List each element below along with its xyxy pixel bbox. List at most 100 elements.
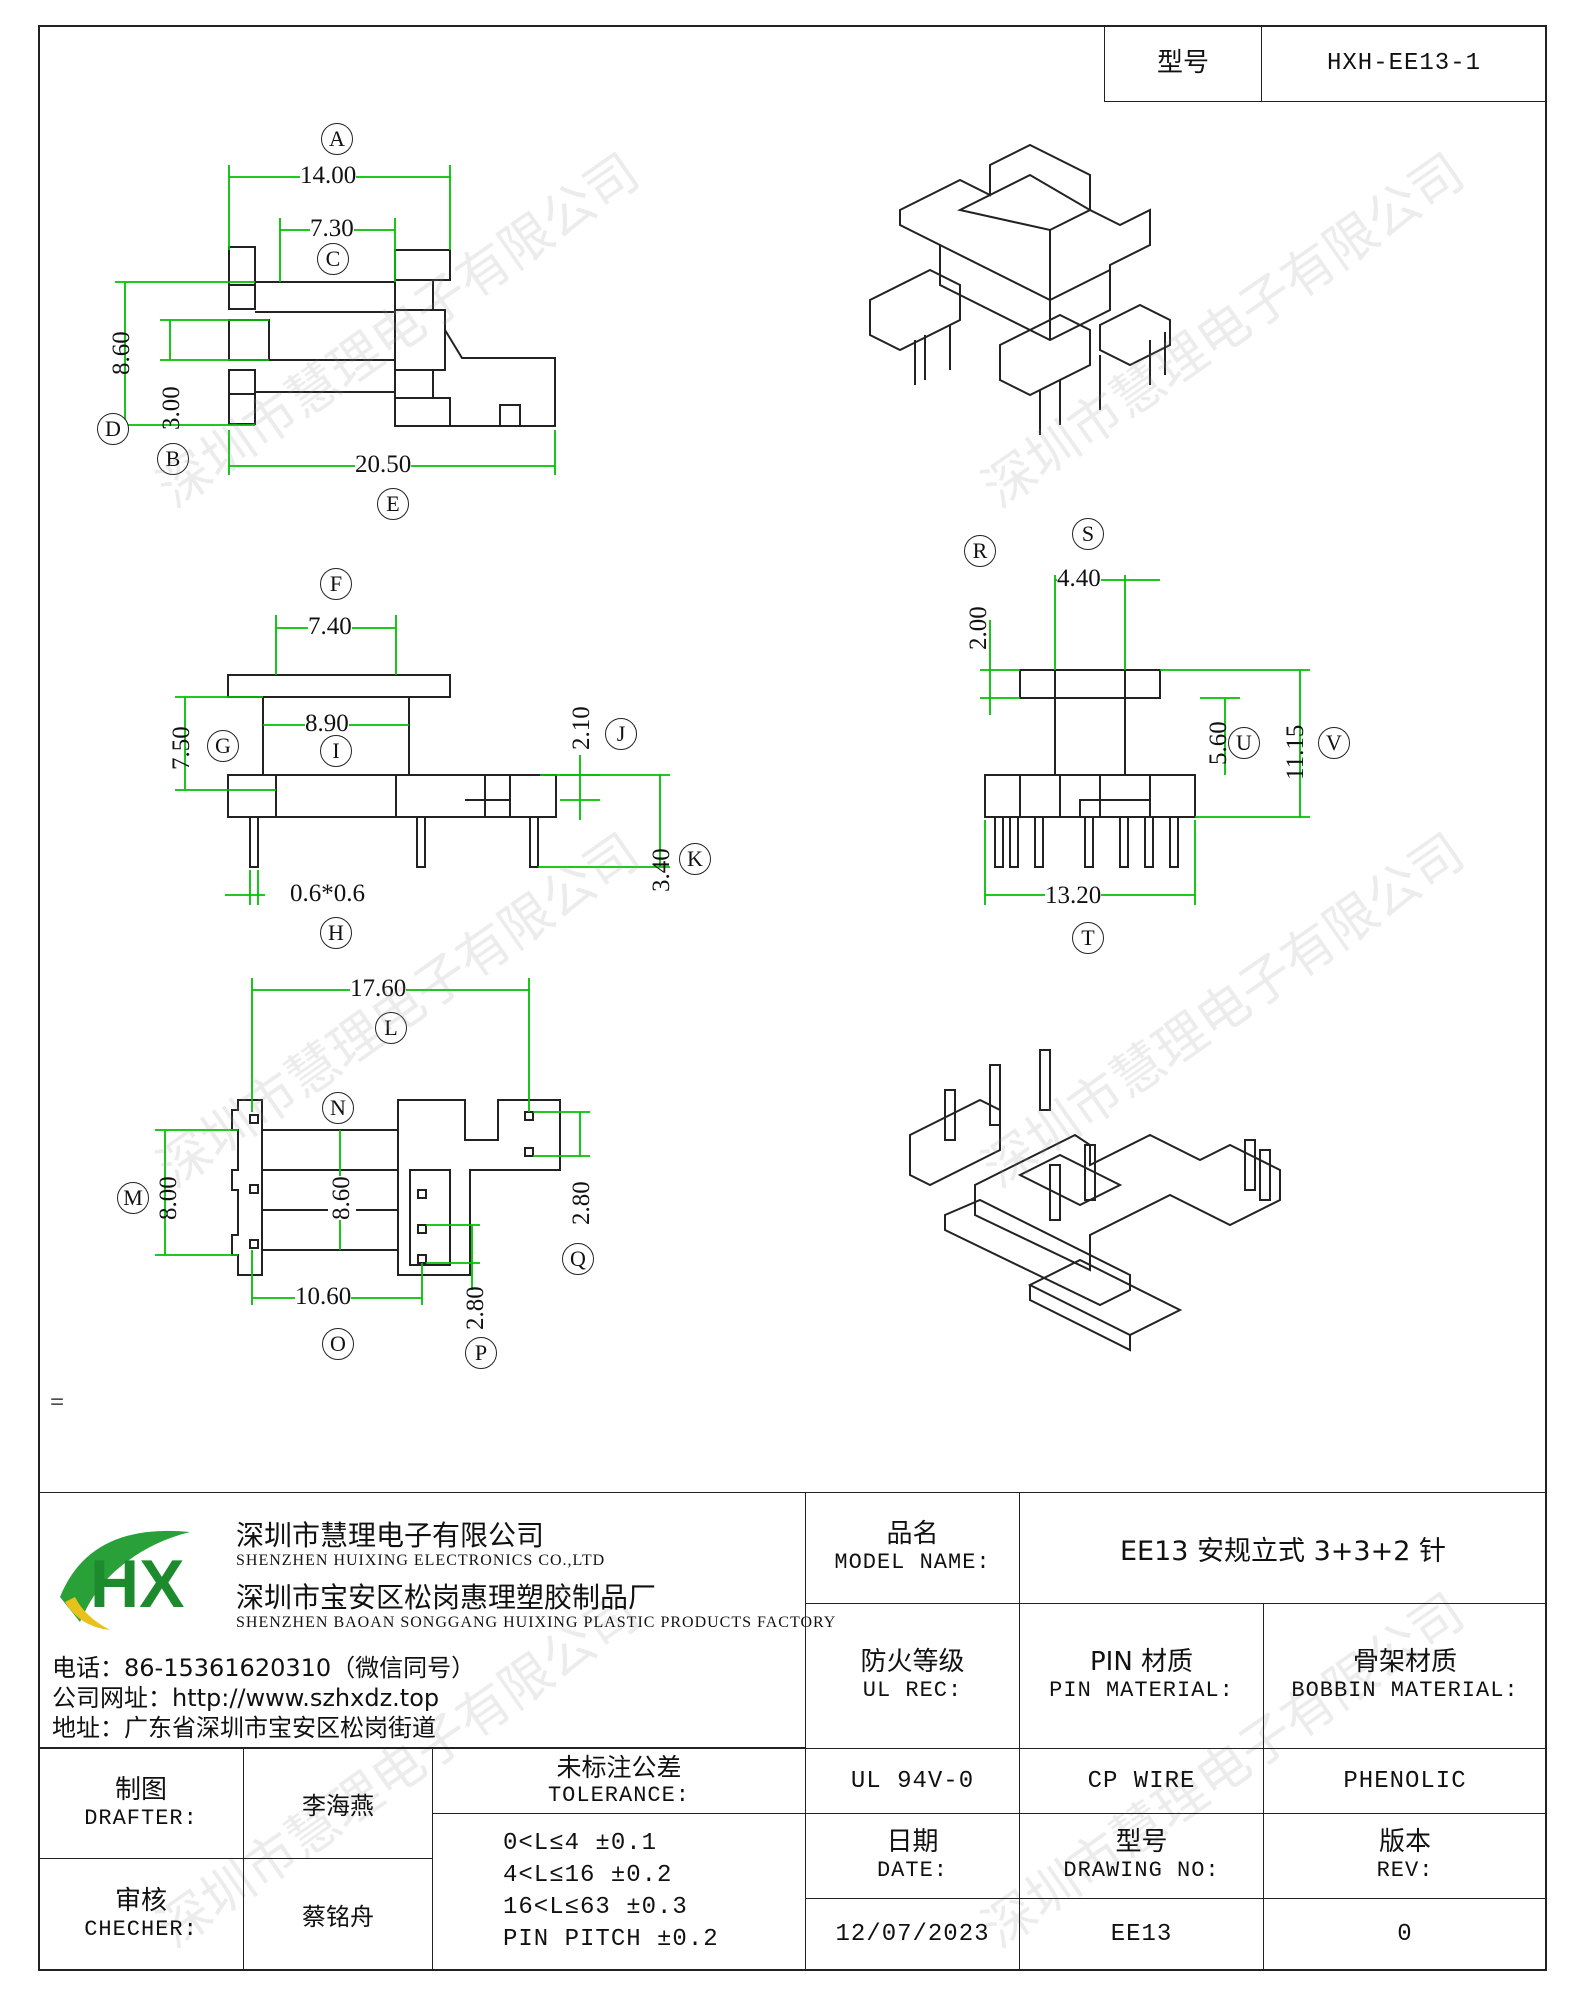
pin-material-en: PIN MATERIAL:	[1049, 1678, 1234, 1704]
dim-E: 20.50	[355, 451, 412, 479]
checker-label-cell: 审核 CHECHER:	[38, 1858, 244, 1971]
ref-J: J	[605, 718, 637, 750]
checker-value-cell: 蔡铭舟	[243, 1858, 433, 1971]
ref-I: I	[320, 735, 352, 767]
factory-name-en: SHENZHEN BAOAN SONGGANG HUIXING PLASTIC …	[236, 1614, 837, 1631]
dim-L: 17.60	[350, 975, 407, 1003]
ref-H: H	[320, 917, 352, 949]
model-name-label-cell: 品名 MODEL NAME:	[805, 1492, 1020, 1604]
dim-T: 13.20	[1045, 882, 1102, 910]
header-model-label: 型号	[1156, 47, 1209, 78]
tolerance-line: 0<L≤4 ±0.1	[503, 1830, 658, 1857]
ref-G: G	[207, 730, 239, 762]
drafter-label-cell: 制图 DRAFTER:	[38, 1748, 244, 1859]
dim-F: 7.40	[308, 613, 352, 641]
ref-B: B	[157, 443, 189, 475]
dim-H: 0.6*0.6	[290, 880, 365, 907]
date-en: DATE:	[876, 1858, 948, 1884]
ref-D: D	[97, 413, 129, 445]
factory-name-cn: 深圳市宝安区松岗惠理塑胶制品厂	[236, 1581, 657, 1614]
company-logo-text: HX	[90, 1546, 184, 1622]
bottom-view-outline	[231, 1099, 561, 1276]
rev-cn: 版本	[1378, 1827, 1431, 1858]
header-model-label-cell: 型号	[1104, 25, 1262, 102]
rev-en: REV:	[1376, 1858, 1434, 1884]
header-model-value-cell: HXH-EE13-1	[1261, 25, 1547, 102]
checker-en: CHECHER:	[84, 1916, 198, 1942]
dim-P: 2.80	[462, 1286, 489, 1330]
drawing-no-value: EE13	[1110, 1921, 1173, 1948]
ref-T: T	[1072, 922, 1104, 954]
drafter-en: DRAFTER:	[84, 1805, 198, 1831]
company-name-en: SHENZHEN HUIXING ELECTRONICS CO.,LTD	[236, 1552, 606, 1569]
side-view-outline	[984, 669, 1196, 868]
checker-cn: 审核	[114, 1885, 167, 1916]
dimension-lines	[115, 165, 1310, 1305]
date-cn: 日期	[886, 1827, 939, 1858]
tolerance-line: 16<L≤63 ±0.3	[503, 1894, 688, 1921]
model-name-value: EE13 安规立式 3+3+2 针	[1119, 1535, 1446, 1567]
bobbin-material-en: BOBBIN MATERIAL:	[1291, 1678, 1519, 1704]
drawing-no-cn: 型号	[1115, 1827, 1168, 1858]
date-label-cell: 日期 DATE:	[805, 1813, 1020, 1899]
ref-K: K	[679, 843, 711, 875]
isometric-view-top	[869, 143, 1171, 435]
technical-drawing: =	[50, 143, 1310, 1416]
rev-value: 0	[1397, 1921, 1413, 1948]
title-block: HX 深圳市慧理电子有限公司 SHENZHEN HUIXING ELECTRON…	[38, 1492, 1547, 1971]
rev-label-cell: 版本 REV:	[1263, 1813, 1547, 1899]
ref-E: E	[377, 488, 409, 520]
dim-V: 11.15	[1282, 724, 1309, 780]
ref-A: A	[321, 123, 353, 155]
bobbin-material-label-cell: 骨架材质 BOBBIN MATERIAL:	[1263, 1603, 1547, 1749]
company-phone: 电话：86-15361620310（微信同号）	[52, 1654, 476, 1682]
date-value: 12/07/2023	[835, 1921, 990, 1948]
ul-value-cell: UL 94V-0	[805, 1748, 1020, 1814]
ref-M: M	[117, 1182, 149, 1214]
bobbin-material-value: PHENOLIC	[1343, 1767, 1467, 1795]
tolerance-en: TOLERANCE:	[547, 1782, 691, 1808]
tolerance-line: 4<L≤16 ±0.2	[503, 1862, 673, 1889]
model-name-en: MODEL NAME:	[834, 1550, 991, 1576]
isometric-view-bottom	[909, 1049, 1281, 1352]
header-model-value: HXH-EE13-1	[1326, 50, 1482, 77]
ref-U: U	[1228, 727, 1260, 759]
company-name-cn: 深圳市慧理电子有限公司	[236, 1519, 545, 1552]
dim-N: 8.60	[328, 1176, 356, 1220]
ref-R: R	[964, 535, 996, 567]
tolerance-values-cell: 0<L≤4 ±0.1 4<L≤16 ±0.2 16<L≤63 ±0.3 PIN …	[432, 1813, 806, 1971]
pin-material-value: CP WIRE	[1087, 1767, 1196, 1795]
drawing-no-en: DRAWING NO:	[1063, 1858, 1220, 1884]
ul-en: UL REC:	[862, 1678, 963, 1704]
ref-L: L	[375, 1012, 407, 1044]
stray-mark: =	[50, 1389, 64, 1416]
dim-A: 14.00	[300, 162, 357, 190]
ref-O: O	[322, 1328, 354, 1360]
ref-C: C	[317, 243, 349, 275]
dim-O: 10.60	[295, 1283, 352, 1311]
company-logo: HX	[60, 1530, 190, 1630]
drawing-no-label-cell: 型号 DRAWING NO:	[1019, 1813, 1264, 1899]
rev-value-cell: 0	[1263, 1898, 1547, 1971]
bobbin-material-cn: 骨架材质	[1352, 1647, 1457, 1678]
drawing-no-value-cell: EE13	[1019, 1898, 1264, 1971]
ref-F: F	[320, 568, 352, 600]
pin-material-cn: PIN 材质	[1089, 1647, 1194, 1678]
dim-C: 7.30	[310, 215, 354, 243]
dim-D: 8.60	[108, 331, 135, 375]
dim-R: 2.00	[965, 606, 992, 650]
company-website: 公司网址：http://www.szhxdz.top	[52, 1684, 440, 1712]
checker-value: 蔡铭舟	[302, 1903, 374, 1931]
dim-J: 2.10	[568, 706, 595, 750]
tolerance-label-cell: 未标注公差 TOLERANCE:	[432, 1748, 806, 1814]
ul-label-cell: 防火等级 UL REC:	[805, 1603, 1020, 1749]
date-value-cell: 12/07/2023	[805, 1898, 1020, 1971]
model-name-value-cell: EE13 安规立式 3+3+2 针	[1019, 1492, 1547, 1604]
dim-G: 7.50	[168, 726, 195, 770]
ref-P: P	[465, 1337, 497, 1369]
model-name-cn: 品名	[886, 1519, 939, 1550]
dim-I: 8.90	[305, 710, 349, 738]
ref-V: V	[1318, 727, 1350, 759]
pin-material-label-cell: PIN 材质 PIN MATERIAL:	[1019, 1603, 1264, 1749]
drafter-cn: 制图	[114, 1774, 167, 1805]
